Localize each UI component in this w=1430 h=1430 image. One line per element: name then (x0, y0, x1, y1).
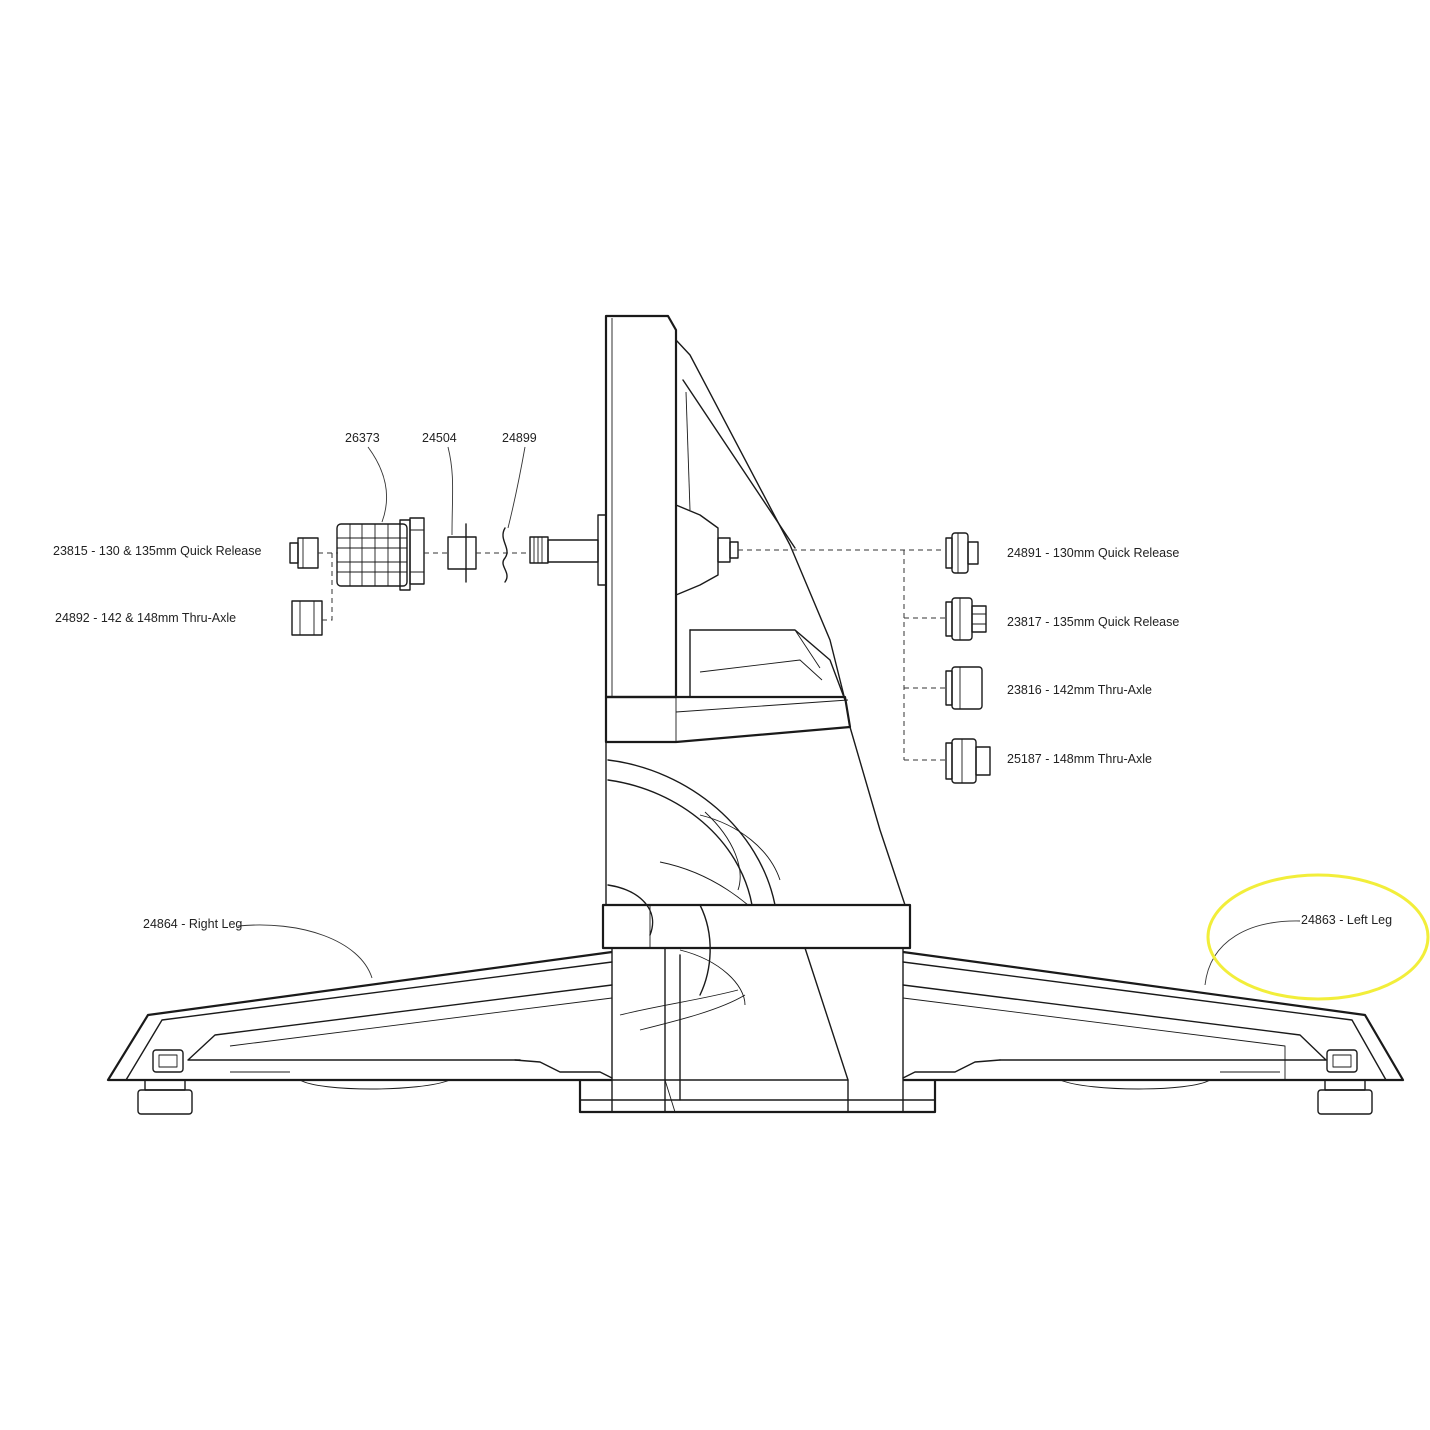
axle (529, 514, 739, 586)
label-24863: 24863 - Left Leg (1301, 913, 1392, 927)
label-23817: 23817 - 135mm Quick Release (1007, 615, 1179, 629)
endcap-branch-line (322, 553, 333, 621)
highlight-ellipse (1206, 873, 1430, 1001)
endcap-24892-part (291, 600, 323, 636)
endcap-23815-part (289, 537, 319, 569)
label-25187: 25187 - 148mm Thru-Axle (1007, 752, 1152, 766)
endcap-25187-part (945, 738, 991, 784)
right-leg-part (106, 950, 613, 1115)
freehub-body-part (336, 517, 425, 591)
endcap-24891-part (945, 532, 979, 574)
label-23816: 23816 - 142mm Thru-Axle (1007, 683, 1152, 697)
label-24864: 24864 - Right Leg (143, 917, 242, 931)
left-leg-part (902, 950, 1405, 1115)
label-24504: 24504 (422, 431, 457, 445)
right-branch-line (903, 550, 945, 761)
label-24891: 24891 - 130mm Quick Release (1007, 546, 1179, 560)
spring-24899-part (502, 527, 508, 583)
trainer-body (578, 314, 937, 1114)
endcap-23816-part (945, 666, 983, 710)
label-26373: 26373 (345, 431, 380, 445)
label-24899: 24899 (502, 431, 537, 445)
label-23815: 23815 - 130 & 135mm Quick Release (53, 544, 261, 558)
endcap-23817-part (945, 597, 987, 641)
label-24892: 24892 - 142 & 148mm Thru-Axle (55, 611, 236, 625)
leader-lines (237, 446, 1301, 986)
